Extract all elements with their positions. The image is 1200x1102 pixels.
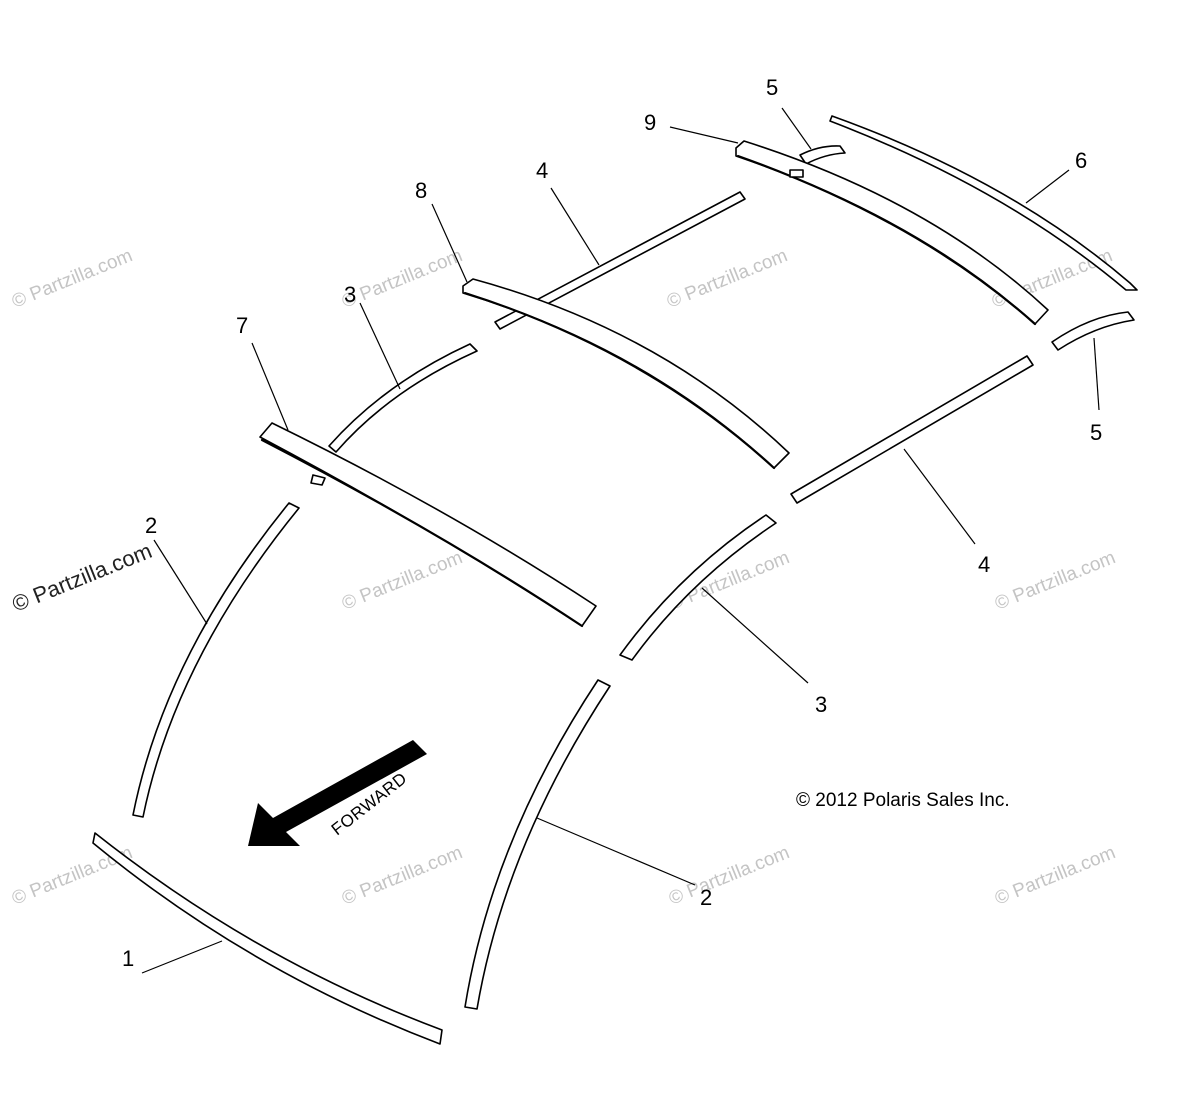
part-1-front-trim bbox=[92, 832, 443, 1045]
watermark-text: © Partzilla.com bbox=[992, 547, 1119, 614]
part-3-right-trim bbox=[619, 514, 777, 661]
forward-arrow-icon bbox=[248, 740, 427, 846]
leader-8 bbox=[431, 203, 468, 283]
callout-2-right: 2 bbox=[700, 885, 712, 910]
leader-lines bbox=[141, 107, 1100, 974]
leader-5-upper bbox=[781, 107, 812, 150]
watermark-text: © Partzilla.com bbox=[666, 842, 793, 909]
watermark-text: © Partzilla.com bbox=[9, 245, 136, 312]
leader-2-right bbox=[536, 817, 696, 886]
watermark-text: © Partzilla.com bbox=[664, 245, 791, 312]
callout-9: 9 bbox=[644, 110, 656, 135]
callout-layer: 1 2 2 3 3 3 4 4 5 5 6 7 8 9 bbox=[122, 75, 1102, 971]
watermark-text: © Partzilla.com bbox=[339, 245, 466, 312]
leader-3-upper bbox=[359, 302, 401, 390]
part-4-upper-trim bbox=[494, 191, 746, 330]
callout-3-upper: 3 bbox=[344, 282, 356, 307]
watermark-text: © Partzilla.com bbox=[339, 547, 466, 614]
callout-3-middle: 3 bbox=[815, 692, 827, 717]
part-9-tab bbox=[789, 169, 804, 178]
callout-5-lower: 5 bbox=[1090, 420, 1102, 445]
leader-6 bbox=[1025, 169, 1070, 204]
watermark-text-dark: © Partzilla.com bbox=[9, 538, 156, 617]
leader-5-lower bbox=[1093, 337, 1100, 411]
part-8-edge bbox=[463, 291, 776, 470]
callout-6: 6 bbox=[1075, 148, 1087, 173]
watermark-text: © Partzilla.com bbox=[992, 842, 1119, 909]
watermark-text: © Partzilla.com bbox=[339, 842, 466, 909]
watermark-layer: © Partzilla.com © Partzilla.com © Partzi… bbox=[9, 245, 1119, 909]
part-5-upper-clip bbox=[799, 145, 846, 165]
leader-1 bbox=[141, 940, 223, 974]
callout-2-left: 2 bbox=[145, 513, 157, 538]
part-4-lower-trim bbox=[790, 355, 1034, 504]
callout-4-lower: 4 bbox=[978, 552, 990, 577]
leader-7 bbox=[251, 342, 289, 431]
part-7-edge bbox=[260, 438, 584, 628]
copyright-text: © 2012 Polaris Sales Inc. bbox=[796, 790, 1010, 811]
parts-layer bbox=[92, 115, 1138, 1045]
part-3-left-trim bbox=[328, 343, 478, 453]
part-7-tab bbox=[310, 474, 326, 486]
callout-5-upper: 5 bbox=[766, 75, 778, 100]
leader-4-lower bbox=[903, 448, 976, 545]
callout-4-upper: 4 bbox=[536, 158, 548, 183]
leader-2-left bbox=[153, 539, 208, 625]
part-6-rear-trim bbox=[829, 115, 1138, 291]
callout-1: 1 bbox=[122, 946, 134, 971]
part-2-right-trim bbox=[464, 679, 611, 1010]
forward-arrow: FORWARD bbox=[248, 740, 427, 846]
leader-4-upper bbox=[550, 187, 600, 266]
part-9-edge bbox=[736, 154, 1037, 326]
leader-9 bbox=[669, 126, 739, 144]
part-2-left-trim bbox=[132, 502, 300, 818]
callout-8: 8 bbox=[415, 178, 427, 203]
callout-7: 7 bbox=[236, 313, 248, 338]
part-7-front-bow bbox=[259, 422, 597, 627]
part-5-lower-clip bbox=[1051, 311, 1135, 351]
leader-3-lower bbox=[701, 587, 809, 684]
